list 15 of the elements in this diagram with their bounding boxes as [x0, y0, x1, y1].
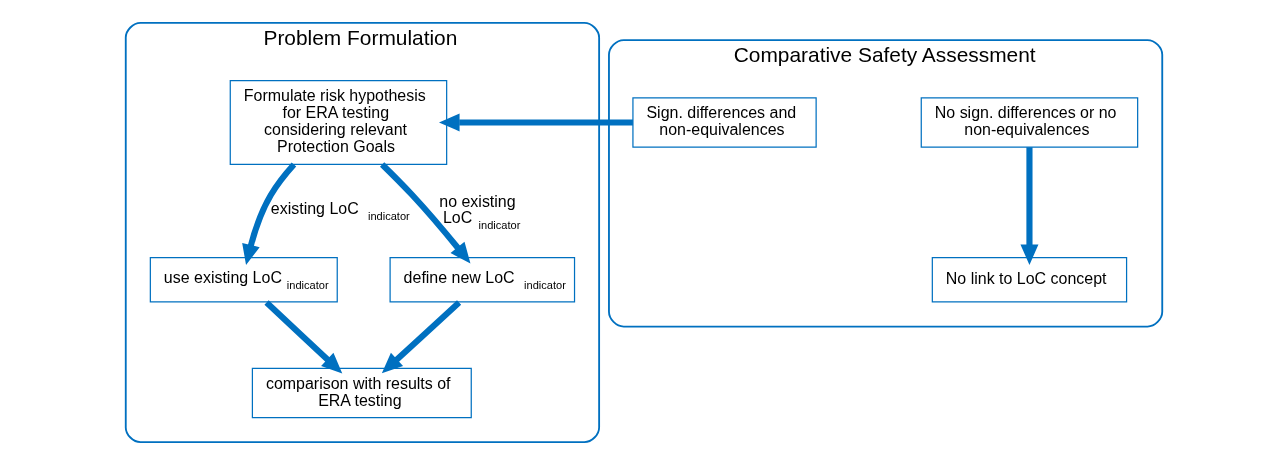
node-box: No link to LoC concept	[931, 257, 1127, 303]
edge-label: existing LoC $_{indicator}$	[270, 199, 410, 222]
node-box: Formulate risk hypothesis for ERA testing considering relevant Protection Goals	[229, 80, 447, 165]
node-box: Sign. differences and non-equivalences	[631, 97, 817, 148]
arrow	[438, 113, 633, 132]
arrow	[263, 300, 342, 374]
node-box: use existing LoC$_{indicator}$	[149, 257, 338, 303]
node-box: define new LoC $_{indicator}$	[389, 257, 575, 303]
arrow	[1019, 147, 1038, 266]
edge-label: no existing LoC $_{indicator}$	[438, 192, 520, 231]
arrow	[379, 162, 470, 264]
arrow	[381, 300, 461, 374]
node-box: No sign. differences or no non-equivalences	[920, 97, 1138, 148]
node-box: comparison with results of ERA testing	[251, 367, 472, 419]
arrow	[241, 162, 296, 266]
